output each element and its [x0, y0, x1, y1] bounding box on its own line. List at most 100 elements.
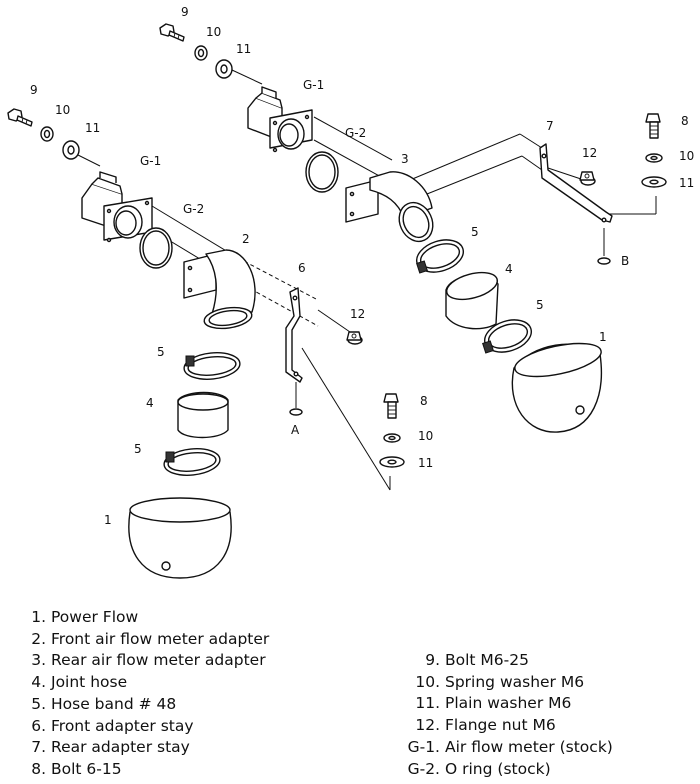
callout-joint-hose-rear: 4	[505, 262, 513, 276]
hose-band-rear-1	[416, 239, 464, 274]
front-air-flow-meter-adapter	[183, 249, 256, 330]
bolt-right	[645, 113, 661, 139]
parts-list-item: G-2. O ring (stock)	[402, 759, 613, 781]
rear-adapter-stay	[539, 143, 613, 223]
callout-joint-hose-front: 4	[146, 396, 154, 410]
air-flow-meter-front	[81, 171, 153, 243]
callout-bolt-right: 8	[681, 114, 689, 128]
part-name: Air flow meter (stock)	[445, 737, 613, 756]
parts-list-item: 5.Hose band # 48	[14, 694, 269, 716]
part-number: 4.	[31, 673, 46, 692]
parts-list-item: 6. Front adapter stay	[14, 716, 269, 738]
callout-spring-washer-mid: 10	[418, 429, 433, 443]
parts-list-left: 1. Power Flow 2. Front air flow meter adap…	[14, 607, 269, 781]
callout-point-b: B	[621, 254, 629, 268]
callout-filter-rear: 1	[599, 330, 607, 344]
callout-bolt-mid: 8	[420, 394, 428, 408]
parts-list-item: 12.Flange nut M6	[402, 715, 613, 737]
callout-bolt-left: 9	[30, 83, 38, 97]
power-flow-filter-front	[128, 497, 232, 579]
callout-air-flow-meter-front: G-1	[140, 154, 161, 168]
part-name: Plain washer M6	[445, 694, 572, 713]
part-number: 11.	[415, 694, 440, 713]
front-adapter-stay	[285, 287, 303, 383]
o-ring-rear	[305, 151, 339, 193]
part-number: 10.	[415, 672, 440, 691]
callout-o-ring-rear: G-2	[345, 126, 366, 140]
callout-hose-band-front-1: 5	[157, 345, 165, 359]
part-number: 8.	[31, 759, 46, 778]
bolt-mid	[383, 393, 399, 419]
callout-rear-adapter: 3	[401, 152, 409, 166]
part-number: 2.	[31, 629, 46, 648]
part-number: 9.	[425, 651, 440, 669]
flange-nut-front	[346, 331, 363, 345]
callout-hose-band-front-2: 5	[134, 442, 142, 456]
part-name: Front air flow meter adapter	[51, 629, 270, 648]
callout-front-adapter: 2	[242, 232, 250, 246]
o-ring-front	[139, 227, 173, 269]
parts-list-item: 11. Plain washer M6	[402, 693, 613, 715]
plain-washer-right	[641, 176, 667, 188]
part-name: Rear air flow meter adapter	[51, 651, 266, 670]
spring-washer-mid	[383, 433, 401, 443]
parts-list-item: 4. Joint hose	[14, 672, 269, 694]
part-name: Joint hose	[51, 673, 128, 692]
parts-list-item: 3. Rear air flow meter adapter	[14, 650, 269, 672]
part-number: G-2.	[407, 759, 440, 778]
parts-list-right: 9.Bolt M6-25 10. Spring washer M6 11. Plai…	[402, 650, 613, 780]
joint-hose-front	[177, 391, 229, 439]
parts-list-item: 8.Bolt 6-15	[14, 759, 269, 781]
part-name: Rear adapter stay	[51, 738, 190, 757]
callout-flange-nut-rear: 12	[582, 146, 597, 160]
spring-washer-right	[645, 153, 663, 163]
callout-rear-stay: 7	[546, 119, 554, 133]
joint-hose-rear	[445, 271, 499, 330]
plain-washer-left	[62, 140, 80, 160]
point-a-marker	[289, 408, 303, 416]
plain-washer-top	[215, 59, 233, 79]
hose-band-rear-2	[482, 319, 532, 354]
air-flow-meter-rear	[247, 86, 313, 153]
callout-air-flow-meter-rear: G-1	[303, 78, 324, 92]
callout-spring-washer-top: 10	[206, 25, 221, 39]
callout-hose-band-rear-1: 5	[471, 225, 479, 239]
bolt-top	[159, 23, 185, 42]
hose-band-front-2	[163, 448, 221, 476]
plain-washer-mid	[379, 456, 405, 468]
callout-point-a: A	[291, 423, 300, 437]
callout-plain-washer-left: 11	[85, 121, 100, 135]
parts-list-item: 9.Bolt M6-25	[402, 650, 613, 672]
part-number: 7.	[31, 738, 46, 757]
parts-list-item: 2. Front air flow meter adapter	[14, 629, 269, 651]
power-flow-filter-rear	[511, 342, 602, 433]
part-number: G-1.	[407, 737, 440, 756]
part-name: Front adapter stay	[51, 716, 194, 735]
part-number: 3.	[31, 651, 46, 670]
rear-air-flow-meter-adapter	[345, 171, 434, 243]
part-number: 5.	[31, 694, 46, 713]
callout-flange-nut-front: 12	[350, 307, 365, 321]
exploded-parts-diagram: 9 10 11 G-1 G-2 9 10 11 G-1 G-2 3 2 7 12…	[7, 5, 694, 579]
spring-washer-top	[194, 45, 208, 61]
part-number: 1.	[31, 608, 46, 626]
callout-hose-band-rear-2: 5	[536, 298, 544, 312]
callout-plain-washer-right: 11	[679, 176, 694, 190]
flange-nut-rear	[579, 171, 596, 186]
callout-plain-washer-top: 11	[236, 42, 251, 56]
callout-o-ring-front: G-2	[183, 202, 204, 216]
part-name: Power Flow	[51, 608, 139, 626]
part-number: 6.	[31, 716, 46, 735]
callout-spring-washer-right: 10	[679, 149, 694, 163]
bolt-left	[7, 108, 33, 127]
callout-filter-front: 1	[104, 513, 112, 527]
part-name: O ring (stock)	[445, 759, 551, 778]
parts-list-item: 1. Power Flow	[14, 607, 269, 629]
hose-band-front-1	[183, 352, 241, 380]
parts-list-item: 7. Rear adapter stay	[14, 737, 269, 759]
callout-labels: 9 10 11 G-1 G-2 9 10 11 G-1 G-2 3 2 7 12…	[30, 5, 694, 527]
part-number: 12.	[415, 716, 440, 735]
part-name: Spring washer M6	[445, 672, 585, 691]
callout-plain-washer-mid: 11	[418, 456, 433, 470]
spring-washer-left	[40, 126, 54, 142]
